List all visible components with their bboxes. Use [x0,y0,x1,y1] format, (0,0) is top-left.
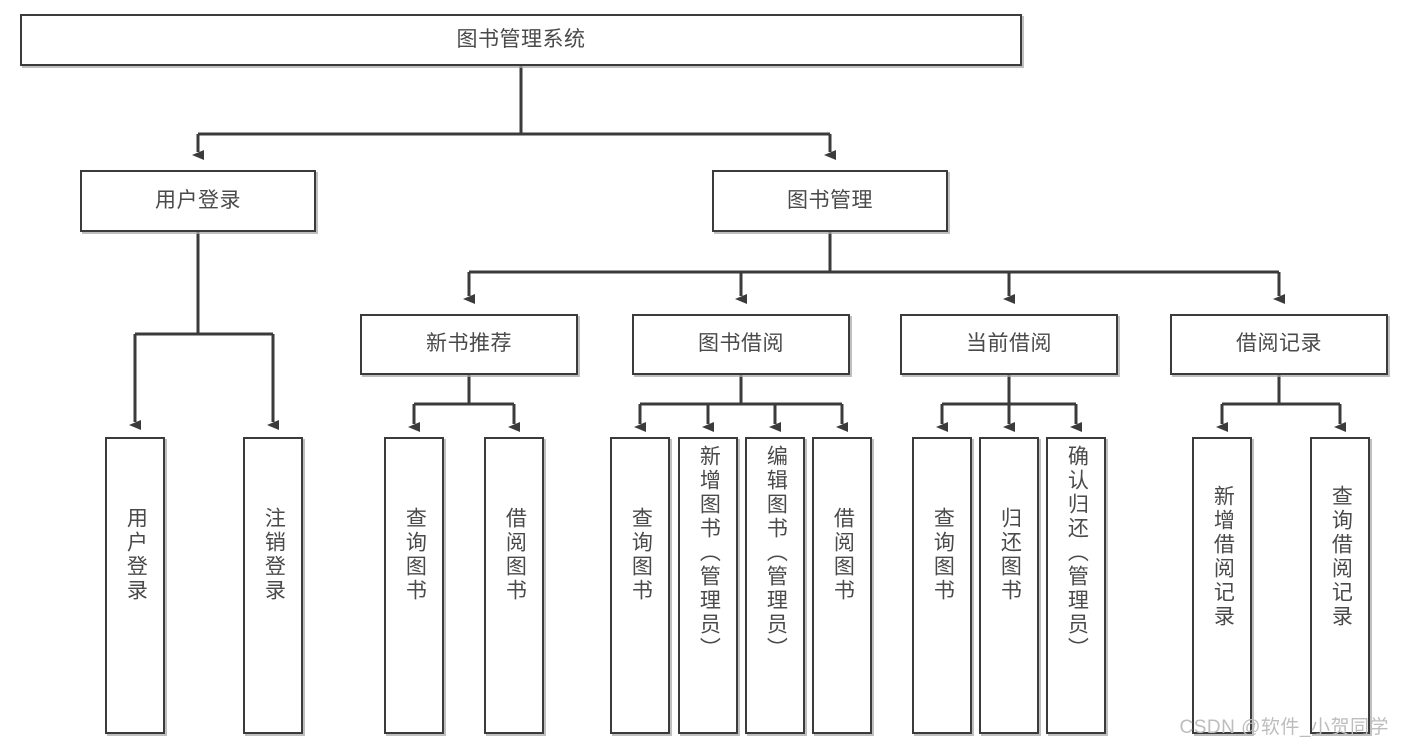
node-leaf-borrow-book-1[interactable]: 借阅图书 [484,437,544,734]
node-leaf-user-login[interactable]: 用户登录 [105,437,165,734]
node-borrow-record-label: 借阅记录 [1236,332,1322,356]
node-leaf-query-record-label: 查询借阅记录 [1329,485,1353,629]
node-borrow-record[interactable]: 借阅记录 [1170,314,1388,375]
node-leaf-add-book-label: 新增图书（管理员） [697,445,721,661]
node-leaf-borrow-book-1-label: 借阅图书 [503,507,527,603]
node-leaf-query-book-1[interactable]: 查询图书 [384,437,444,734]
node-user-login-label: 用户登录 [155,188,241,212]
node-new-book-rec-label: 新书推荐 [426,332,512,356]
csdn-watermark: CSDN @软件_小贺同学 [1179,717,1389,738]
node-leaf-query-book-3-label: 查询图书 [931,507,955,603]
node-leaf-query-book-3[interactable]: 查询图书 [912,437,972,734]
node-leaf-add-record[interactable]: 新增借阅记录 [1192,437,1252,734]
node-user-login[interactable]: 用户登录 [80,170,316,232]
node-leaf-return-book-label: 归还图书 [998,507,1022,603]
node-current-borrow-label: 当前借阅 [966,332,1052,356]
node-leaf-logout-login-label: 注销登录 [262,507,286,603]
node-leaf-query-book-2[interactable]: 查询图书 [610,437,670,734]
node-new-book-rec[interactable]: 新书推荐 [360,314,578,375]
node-leaf-add-record-label: 新增借阅记录 [1211,485,1235,629]
node-leaf-confirm-return[interactable]: 确认归还（管理员） [1046,437,1106,734]
node-leaf-query-book-2-label: 查询图书 [629,507,653,603]
node-leaf-confirm-return-label: 确认归还（管理员） [1065,445,1089,661]
node-leaf-user-login-label: 用户登录 [124,507,148,603]
node-leaf-query-book-1-label: 查询图书 [403,507,427,603]
node-leaf-borrow-book-2[interactable]: 借阅图书 [812,437,872,734]
node-leaf-borrow-book-2-label: 借阅图书 [831,507,855,603]
node-book-borrow[interactable]: 图书借阅 [632,314,850,375]
node-root-label: 图书管理系统 [456,27,586,51]
node-leaf-edit-book-label: 编辑图书（管理员） [764,445,788,661]
node-leaf-query-record[interactable]: 查询借阅记录 [1310,437,1370,734]
node-leaf-edit-book[interactable]: 编辑图书（管理员） [745,437,805,734]
node-root[interactable]: 图书管理系统 [20,14,1022,66]
node-leaf-add-book[interactable]: 新增图书（管理员） [678,437,738,734]
node-leaf-return-book[interactable]: 归还图书 [979,437,1039,734]
node-book-manage[interactable]: 图书管理 [712,170,948,232]
node-leaf-logout-login[interactable]: 注销登录 [243,437,303,734]
node-current-borrow[interactable]: 当前借阅 [900,314,1118,375]
node-book-manage-label: 图书管理 [787,188,873,212]
node-book-borrow-label: 图书借阅 [698,332,784,356]
